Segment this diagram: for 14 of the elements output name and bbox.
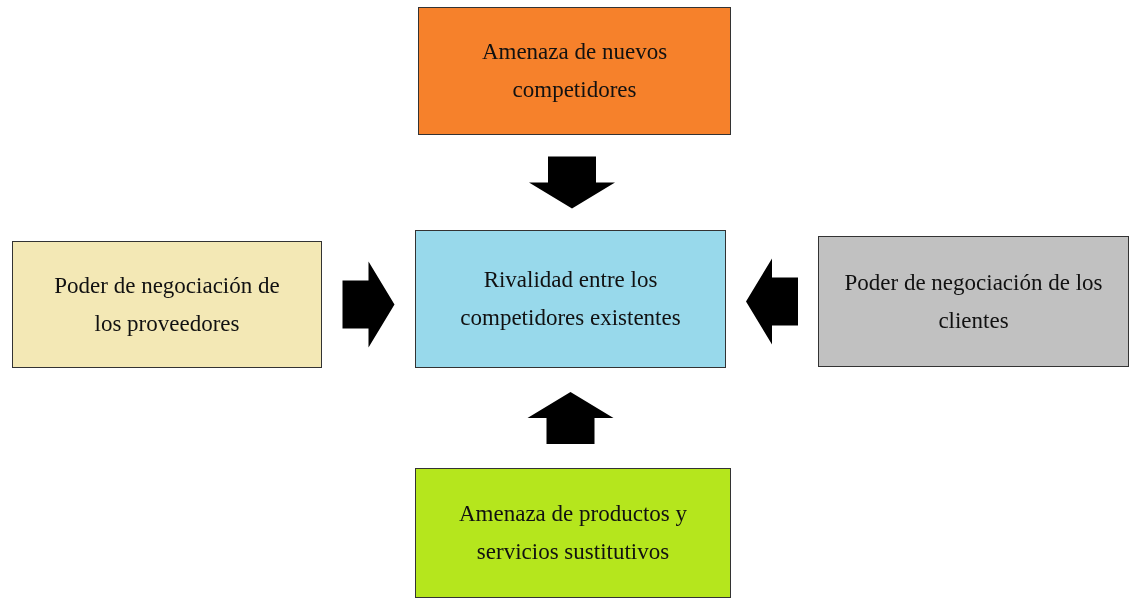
block-arrow [527, 392, 614, 444]
process-box [418, 7, 731, 135]
box-label: Rivalidad entre los competidores existentes [459, 266, 682, 332]
box-label: Amenaza de productos y servicios sustitutivos [458, 500, 688, 566]
process-box [415, 230, 726, 368]
block-arrow [529, 156, 615, 209]
box-label: Poder de negociación de los clientes [843, 268, 1104, 335]
process-box [415, 468, 731, 598]
process-box [818, 236, 1129, 367]
box-label: Poder de negociación de los proveedores [53, 271, 281, 338]
block-arrow [746, 258, 798, 345]
box-label: Amenaza de nuevos competidores [480, 38, 669, 104]
block-arrow [342, 261, 395, 348]
process-box [12, 241, 322, 368]
